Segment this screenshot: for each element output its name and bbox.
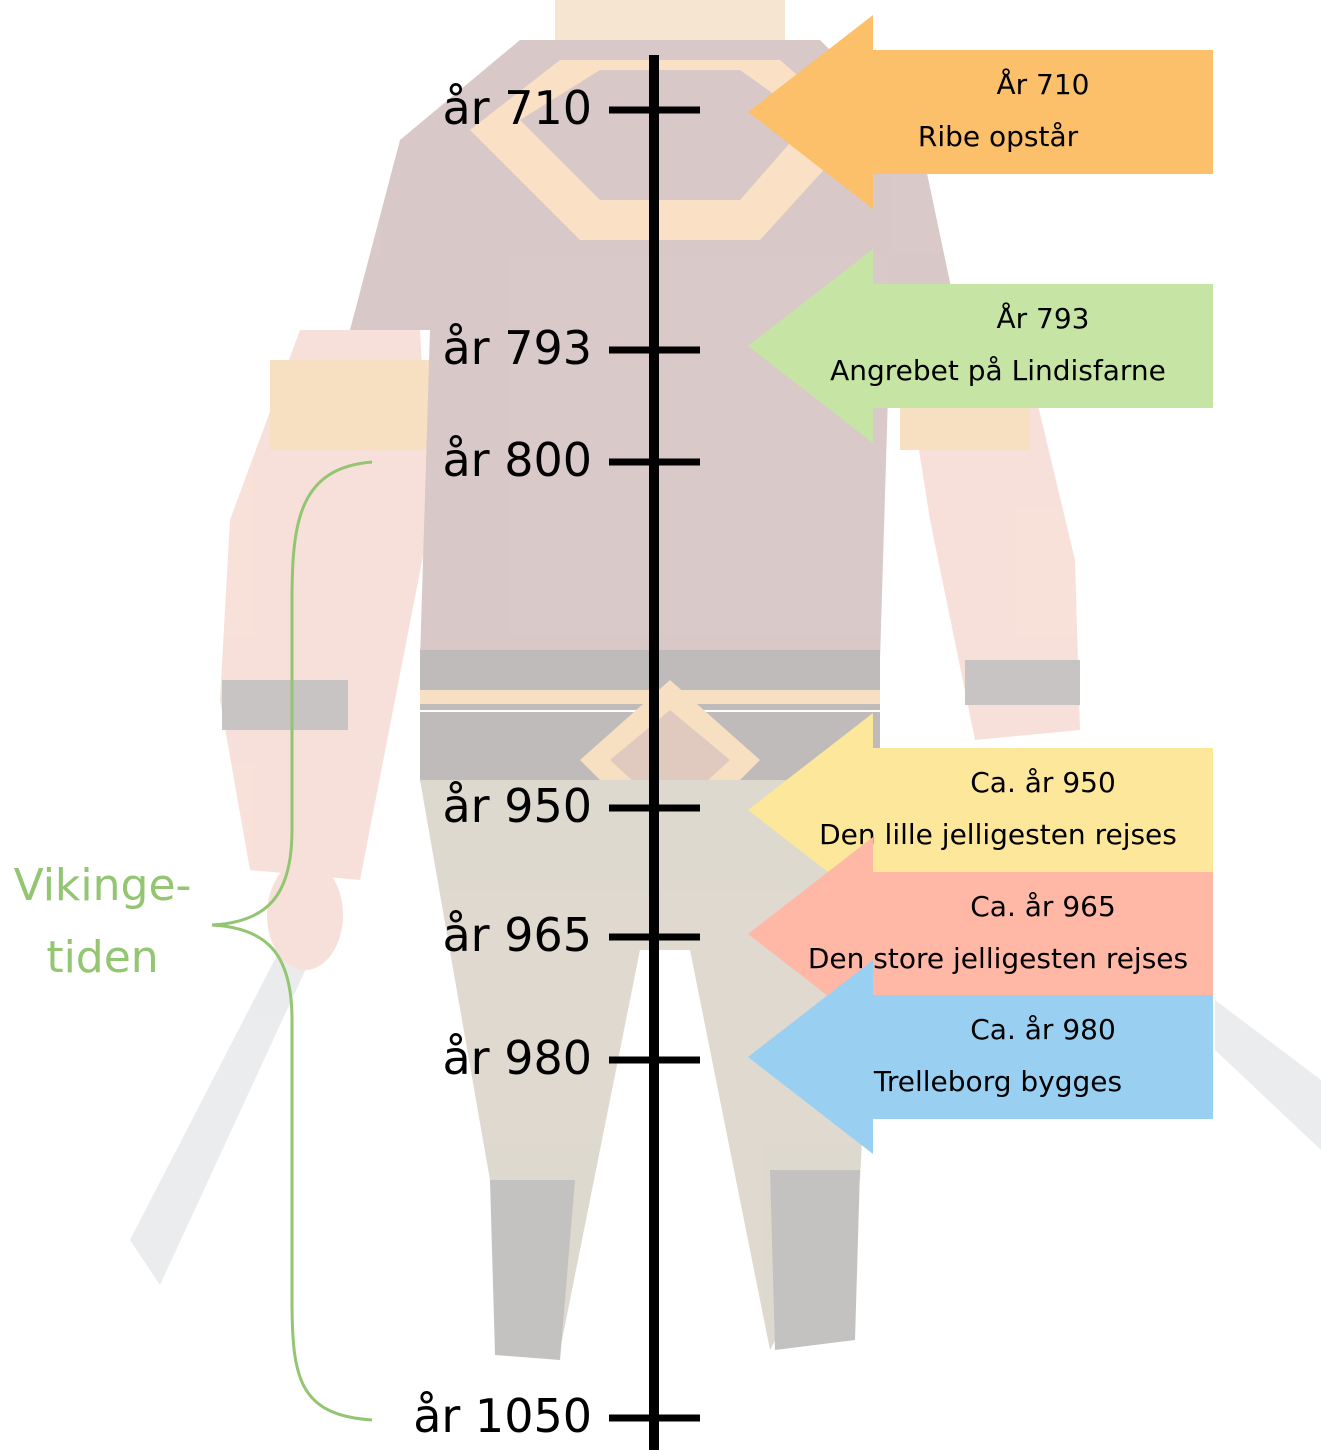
event-date: Ca. år 965 <box>873 881 1213 933</box>
year-label: år 800 <box>392 437 592 483</box>
event-description: Angrebet på Lindisfarne <box>773 345 1223 397</box>
event-date: År 710 <box>873 59 1213 111</box>
era-label-line1: Vikinge- <box>10 850 195 922</box>
event-date: Ca. år 980 <box>873 1004 1213 1056</box>
event-date: Ca. år 950 <box>873 757 1213 809</box>
year-label: år 965 <box>392 912 592 958</box>
event-date: År 793 <box>873 293 1213 345</box>
year-label: år 950 <box>392 783 592 829</box>
year-label: år 793 <box>392 325 592 371</box>
event-description: Ribe opstår <box>773 111 1223 163</box>
year-label: år 1050 <box>392 1393 592 1439</box>
event-description: Trelleborg bygges <box>773 1056 1223 1108</box>
era-bracket <box>212 462 372 1420</box>
era-label: Vikinge- tiden <box>10 850 195 994</box>
year-label: år 980 <box>392 1035 592 1081</box>
era-label-line2: tiden <box>10 922 195 994</box>
year-label: år 710 <box>392 85 592 131</box>
